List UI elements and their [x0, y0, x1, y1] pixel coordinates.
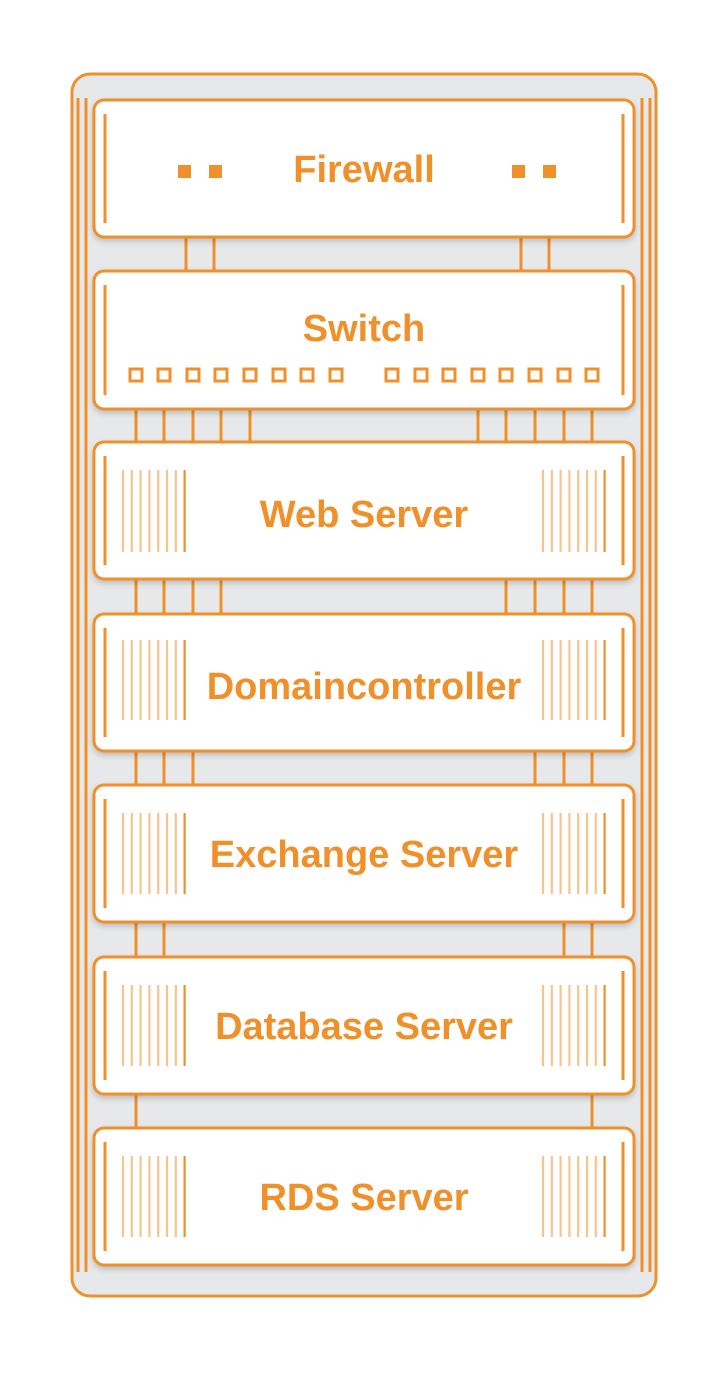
switch-port-icon: [128, 367, 144, 383]
unit-firewall: Firewall: [92, 98, 636, 239]
switch-port-icon: [527, 367, 543, 383]
vent-grille-right-icon: [541, 1156, 606, 1237]
unit-database-server: Database Server: [92, 955, 636, 1096]
unit-label-database-server: Database Server: [215, 1006, 513, 1048]
unit-label-exchange-server: Exchange Server: [210, 834, 519, 876]
status-led-icon: [543, 165, 556, 178]
switch-port-icon: [299, 367, 315, 383]
vent-grille-right-icon: [541, 985, 606, 1066]
switch-port-icon: [185, 367, 201, 383]
unit-domaincontroller: Domaincontroller: [92, 612, 636, 753]
unit-label-firewall: Firewall: [293, 149, 435, 191]
switch-port-icon: [328, 367, 344, 383]
switch-port-row: [128, 367, 600, 383]
switch-port-icon: [441, 367, 457, 383]
vent-grille-left-icon: [121, 1156, 186, 1237]
switch-port-icon: [271, 367, 287, 383]
switch-port-icon: [384, 367, 400, 383]
switch-port-icon: [498, 367, 514, 383]
switch-port-icon: [584, 367, 600, 383]
vent-grille-right-icon: [541, 470, 606, 552]
switch-port-icon: [413, 367, 429, 383]
switch-port-icon: [556, 367, 572, 383]
unit-firewall-box: [92, 98, 636, 239]
switch-port-icon: [242, 367, 258, 383]
vent-grille-left-icon: [121, 640, 186, 720]
status-led-icon: [512, 165, 525, 178]
vent-grille-left-icon: [121, 470, 186, 552]
unit-exchange-server: Exchange Server: [92, 783, 636, 924]
unit-label-web-server: Web Server: [260, 494, 469, 536]
switch-port-icon: [470, 367, 486, 383]
unit-label-domaincontroller: Domaincontroller: [207, 666, 522, 708]
status-led-icon: [209, 165, 222, 178]
unit-exchange-server-box: [92, 783, 636, 924]
unit-switch: Switch: [92, 269, 636, 411]
status-led-icon: [178, 165, 191, 178]
switch-port-icon: [213, 367, 229, 383]
unit-label-switch: Switch: [303, 308, 425, 350]
unit-web-server: Web Server: [92, 440, 636, 581]
unit-domaincontroller-box: [92, 612, 636, 753]
unit-rds-server-box: [92, 1126, 636, 1267]
vent-grille-right-icon: [541, 813, 606, 894]
switch-port-icon: [156, 367, 172, 383]
unit-label-rds-server: RDS Server: [259, 1177, 468, 1219]
unit-database-server-box: [92, 955, 636, 1096]
unit-web-server-box: [92, 440, 636, 581]
vent-grille-left-icon: [121, 985, 186, 1066]
vent-grille-right-icon: [541, 640, 606, 720]
unit-rds-server: RDS Server: [92, 1126, 636, 1267]
vent-grille-left-icon: [121, 813, 186, 894]
